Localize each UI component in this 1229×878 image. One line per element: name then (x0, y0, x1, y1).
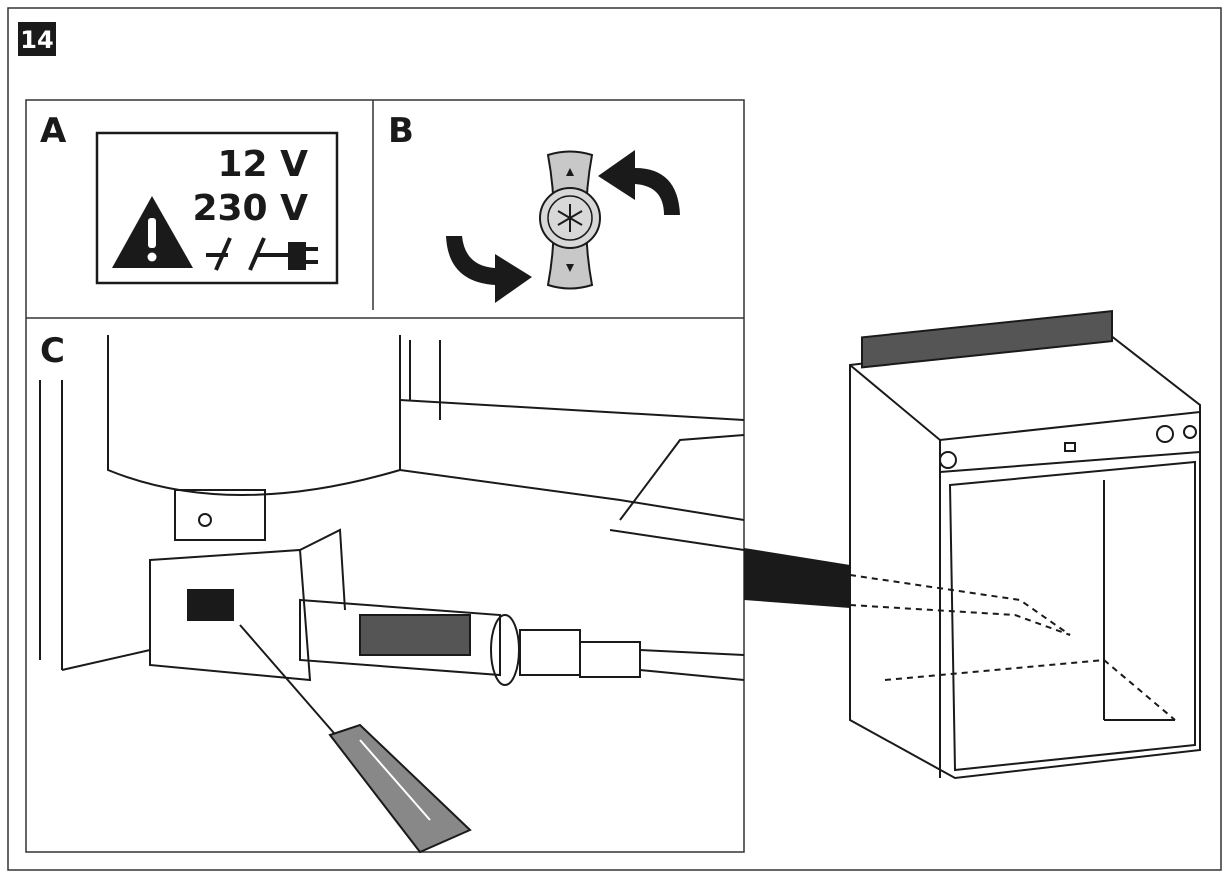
panel-c-label: C (40, 331, 65, 371)
rotate-arrow-icon (446, 150, 680, 303)
outer-frame (7, 7, 1222, 871)
voltage-230v: 230 V (192, 188, 308, 229)
warning-triangle-icon (112, 196, 193, 268)
figure-number-badge: 14 (18, 22, 56, 56)
snowflake-icon (557, 204, 583, 232)
voltage-12v: 12 V (218, 144, 309, 185)
plug-icon (248, 237, 318, 271)
dc-power-icon (206, 237, 232, 271)
figure-number: 14 (20, 26, 53, 54)
zoom-connector (744, 548, 850, 608)
panel-frame (25, 99, 745, 853)
panel-a-label: A (40, 111, 67, 151)
burner-assembly-drawing (39, 335, 745, 854)
refrigerator-drawing (849, 310, 1201, 780)
warning-label-box (95, 131, 339, 285)
panel-b-label: B (388, 111, 414, 151)
